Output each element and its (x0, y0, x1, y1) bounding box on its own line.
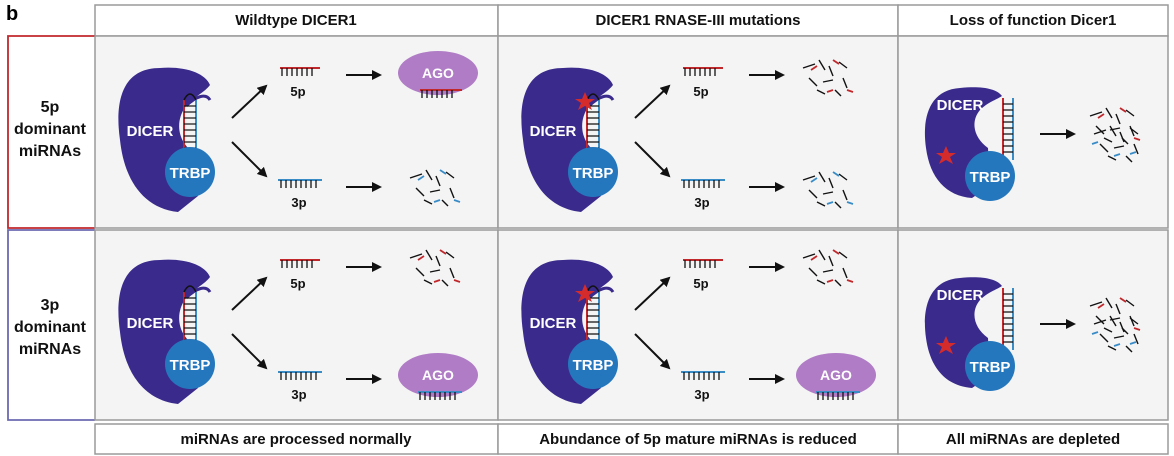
footer-loss-of-function: All miRNAs are depleted (946, 431, 1120, 448)
mutation-star-icon (936, 336, 956, 354)
panel-letter: b (6, 3, 18, 25)
row-label-1: 5p dominant miRNAs (7, 35, 95, 229)
pre-mirna-hairpin-icon (1002, 288, 1014, 350)
strand-3p-icon (278, 179, 322, 188)
mutation-star-icon (575, 92, 595, 110)
degraded-rna-icon (1089, 107, 1141, 163)
ago-protein-icon (398, 353, 478, 397)
ago-protein-icon (398, 51, 478, 95)
column-title-rnase-mutations: DICER1 RNASE-III mutations (595, 12, 800, 29)
arm-3p-label: 3p (291, 195, 306, 210)
trbp-label: TRBP (970, 359, 1011, 376)
trbp-protein-icon (165, 147, 215, 197)
panel-wildtype-5p: DICER TRBP 5p 3p AGO (118, 51, 478, 212)
strand-3p-icon (681, 179, 725, 188)
degraded-rna-icon (802, 249, 854, 287)
trbp-protein-icon (568, 147, 618, 197)
row-label-1-line-1: 5p (41, 99, 60, 116)
mutation-star-icon (575, 284, 595, 302)
panel-rnase-3p: DICER TRBP 5p 3p AGO (521, 249, 876, 404)
degraded-rna-icon (1089, 297, 1141, 353)
footer-wildtype: miRNAs are processed normally (181, 431, 413, 448)
trbp-label: TRBP (170, 357, 211, 374)
row-label-2-line-1: 3p (41, 297, 60, 314)
dicer-label: DICER (530, 123, 577, 140)
mutation-star-icon (936, 146, 956, 164)
arm-3p-label: 3p (694, 195, 709, 210)
degraded-rna-icon (409, 249, 461, 287)
arm-5p-label: 5p (290, 276, 305, 291)
trbp-protein-icon (568, 339, 618, 389)
dicer-label: DICER (127, 123, 174, 140)
arm-5p-label: 5p (693, 276, 708, 291)
column-headers: Wildtype DICER1 DICER1 RNASE-III mutatio… (94, 4, 1169, 37)
dicer-label: DICER (530, 315, 577, 332)
strand-5p-icon (683, 259, 723, 268)
panel-wildtype-3p: DICER TRBP 5p 3p AGO (118, 249, 478, 404)
row-label-2-line-3: miRNAs (19, 341, 81, 358)
panel-lof-3p: DICER TRBP (924, 277, 1141, 391)
row-label-1-line-3: miRNAs (19, 143, 81, 160)
panel-rnase-5p: DICER TRBP 5p 3p (521, 59, 854, 212)
arm-3p-label: 3p (291, 387, 306, 402)
row-label-2-line-2: dominant (14, 319, 87, 336)
trbp-protein-icon (165, 339, 215, 389)
degraded-rna-icon (409, 169, 461, 207)
row-label-2: 3p dominant miRNAs (7, 229, 95, 421)
trbp-label: TRBP (170, 165, 211, 182)
strand-3p-icon (681, 371, 725, 380)
trbp-label: TRBP (970, 169, 1011, 186)
strand-5p-icon (280, 67, 320, 76)
row-label-1-line-2: dominant (14, 121, 87, 138)
pre-mirna-hairpin-icon (1002, 98, 1014, 160)
column-title-wildtype: Wildtype DICER1 (235, 12, 357, 29)
arm-3p-label: 3p (694, 387, 709, 402)
ago-label: AGO (820, 367, 852, 383)
degraded-rna-icon (802, 171, 854, 209)
strand-5p-icon (683, 67, 723, 76)
footer-rnase-mutations: Abundance of 5p mature miRNAs is reduced (539, 431, 857, 448)
strand-3p-icon (278, 371, 322, 380)
strand-5p-icon (280, 259, 320, 268)
dicer-label: DICER (127, 315, 174, 332)
panel-lof-5p: DICER TRBP (924, 87, 1141, 201)
degraded-rna-icon (802, 59, 854, 97)
trbp-label: TRBP (573, 165, 614, 182)
ago-label: AGO (422, 65, 454, 81)
ago-label: AGO (422, 367, 454, 383)
trbp-protein-icon (965, 341, 1015, 391)
trbp-protein-icon (965, 151, 1015, 201)
arm-5p-label: 5p (693, 84, 708, 99)
trbp-label: TRBP (573, 357, 614, 374)
column-title-loss-of-function: Loss of function Dicer1 (950, 12, 1117, 29)
header-cell-rnase (497, 4, 899, 37)
dicer-label: DICER (937, 287, 984, 304)
header-cell-wildtype (94, 4, 499, 37)
footers: miRNAs are processed normally Abundance … (94, 423, 1169, 455)
dicer-label: DICER (937, 97, 984, 114)
ago-protein-icon (796, 353, 876, 397)
arm-5p-label: 5p (290, 84, 305, 99)
